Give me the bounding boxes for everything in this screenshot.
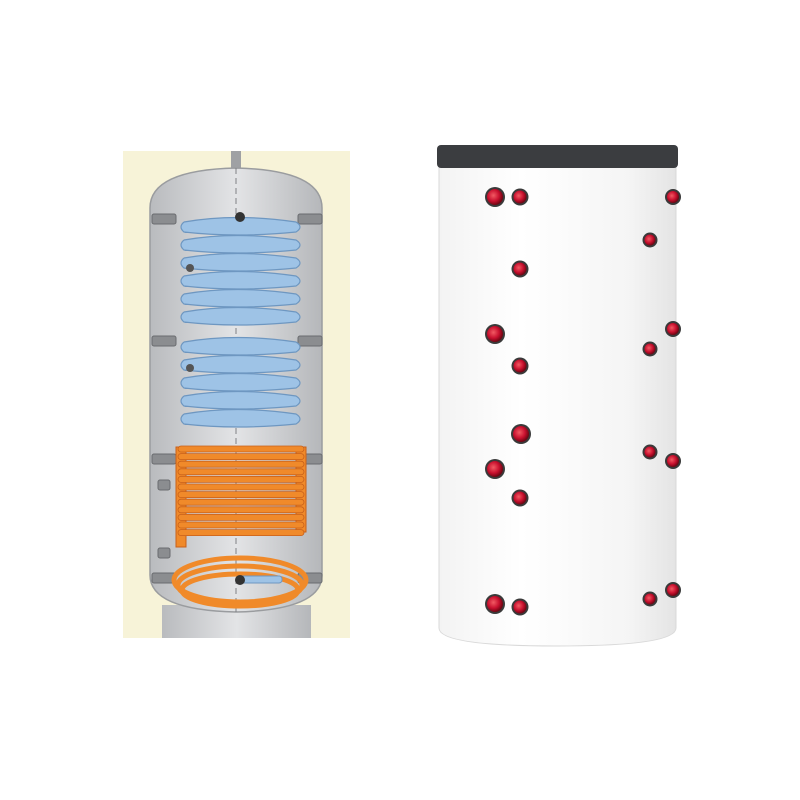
lower-coil-turn	[177, 453, 305, 461]
connection-port	[644, 446, 656, 458]
fitting-left-2	[151, 335, 177, 347]
lower-coil-turn	[177, 491, 305, 499]
connection-port	[667, 455, 679, 467]
tank-insulation-jacket	[438, 164, 677, 647]
lower-coil-turn	[177, 475, 305, 483]
connection-port	[513, 491, 527, 505]
fitting-left-1	[151, 213, 177, 225]
sensor-port-2	[157, 547, 171, 559]
connection-port	[513, 359, 527, 373]
coil-terminal	[235, 575, 245, 585]
connection-port	[667, 191, 679, 203]
lower-coil-turn	[177, 498, 305, 506]
lower-coil-turn	[177, 460, 305, 468]
upper-coil-turn	[180, 234, 301, 254]
connection-port	[644, 593, 656, 605]
coil-terminal	[186, 364, 194, 372]
connection-port	[487, 461, 503, 477]
lower-coil-turn	[177, 483, 305, 491]
coil-terminal	[186, 264, 194, 272]
upper-coil-turn	[180, 288, 301, 308]
coil-terminal	[235, 212, 245, 222]
lower-coil-base-loop	[179, 571, 301, 609]
connection-ports	[485, 187, 681, 616]
lower-coil-turn	[177, 445, 305, 453]
lower-coil-turn	[177, 506, 305, 514]
upper-coil-turn	[180, 270, 301, 290]
upper-heat-exchanger-coil	[180, 212, 301, 428]
lower-coil-turn	[177, 468, 305, 476]
connection-port	[667, 323, 679, 335]
connection-port	[513, 190, 527, 204]
side-fittings	[151, 213, 323, 584]
fitting-right-1	[297, 213, 323, 225]
connection-port	[487, 326, 503, 342]
sensor-port-1	[157, 479, 171, 491]
top-nozzle	[231, 151, 241, 171]
connection-port	[487, 596, 503, 612]
lower-coil-turn	[177, 514, 305, 521]
upper-coil-turn	[180, 252, 301, 272]
connection-port	[644, 343, 656, 355]
upper-coil-turn	[180, 354, 301, 374]
upper-coil-turn	[180, 372, 301, 392]
upper-coil-turn	[180, 408, 301, 428]
storage-tank-cutaway-icon	[123, 151, 350, 638]
lower-coil-turn	[177, 521, 305, 529]
upper-coil-turn	[180, 306, 301, 326]
upper-coil-turn	[180, 336, 301, 356]
lower-coil-turn	[177, 529, 305, 536]
tank-lid	[437, 145, 678, 168]
fitting-left-3	[151, 453, 177, 465]
upper-coil-turn	[180, 390, 301, 410]
connection-port	[667, 584, 679, 596]
lower-heat-exchanger-coil	[171, 445, 309, 609]
connection-port	[513, 426, 529, 442]
connection-port	[644, 234, 656, 246]
insulated-tank-exterior-icon	[437, 145, 681, 647]
upper-coil-turn	[180, 216, 301, 236]
fitting-right-2	[297, 335, 323, 347]
connection-port	[487, 189, 503, 205]
connection-port	[513, 600, 527, 614]
connection-port	[513, 262, 527, 276]
